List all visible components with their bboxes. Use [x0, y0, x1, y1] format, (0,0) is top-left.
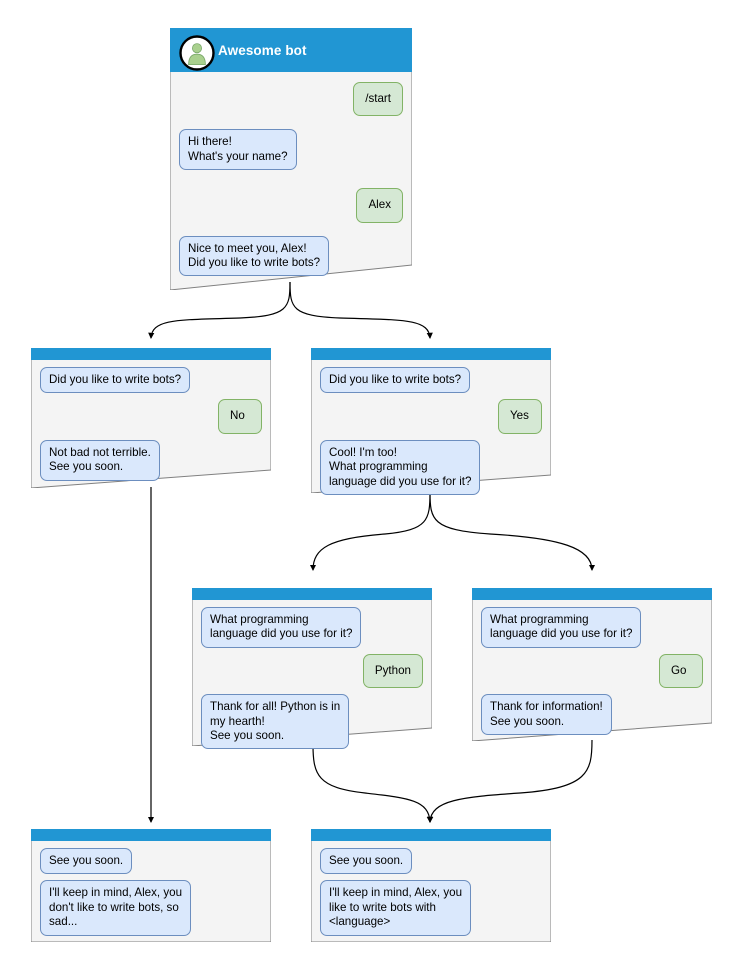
- node-python-branch-chat: What programming language did you use fo…: [192, 600, 432, 750]
- node-end-happy[interactable]: See you soon. I'll keep in mind, Alex, y…: [311, 829, 551, 942]
- node-python-branch[interactable]: What programming language did you use fo…: [192, 588, 432, 750]
- message-row: See you soon.: [320, 848, 542, 875]
- edge-go-to-end-happy: [427, 739, 593, 823]
- message-row: Thank for information! See you soon.: [481, 694, 703, 736]
- user-message-bubble[interactable]: Yes: [498, 399, 542, 434]
- node-root-chat: /start Hi there! What's your name? Alex …: [170, 72, 412, 290]
- node-no-branch-chat: Did you like to write bots? No Not bad n…: [31, 360, 271, 488]
- node-end-sad-chat: See you soon. I'll keep in mind, Alex, y…: [31, 841, 271, 942]
- bot-message-bubble[interactable]: Cool! I'm too! What programming language…: [320, 439, 481, 496]
- user-message-bubble[interactable]: Alex: [356, 188, 403, 223]
- node-yes-branch-chat: Did you like to write bots? Yes Cool! I'…: [311, 360, 551, 496]
- message-row: Thank for all! Python is in my hearth! S…: [201, 694, 423, 750]
- message-row: Yes: [320, 399, 542, 434]
- message-row: Python: [201, 653, 423, 689]
- bot-message-bubble[interactable]: Thank for information! See you soon.: [481, 694, 612, 736]
- message-row: Did you like to write bots?: [320, 367, 542, 394]
- node-no-branch[interactable]: Did you like to write bots? No Not bad n…: [31, 348, 271, 488]
- bot-message-bubble[interactable]: Nice to meet you, Alex! Did you like to …: [179, 235, 330, 277]
- bot-message-bubble[interactable]: What programming language did you use fo…: [201, 607, 362, 648]
- node-end-sad-header: [31, 829, 271, 841]
- bot-message-bubble[interactable]: Not bad not terrible. See you soon.: [40, 439, 160, 481]
- user-message-bubble[interactable]: Python: [362, 653, 423, 689]
- node-end-sad[interactable]: See you soon. I'll keep in mind, Alex, y…: [31, 829, 271, 942]
- message-row: Alex: [179, 188, 403, 223]
- bot-message-bubble[interactable]: See you soon.: [320, 848, 413, 875]
- message-row: Nice to meet you, Alex! Did you like to …: [179, 235, 403, 277]
- edge-python-to-end-happy: [312, 744, 433, 823]
- message-row: See you soon.: [40, 848, 262, 875]
- bot-message-bubble[interactable]: I'll keep in mind, Alex, you like to wri…: [320, 880, 472, 936]
- node-root[interactable]: Awesome bot /start Hi there! What's your…: [170, 28, 412, 290]
- message-row: Go: [481, 653, 703, 689]
- message-row: /start: [179, 82, 403, 117]
- bot-message-bubble[interactable]: I'll keep in mind, Alex, you don't like …: [40, 880, 192, 936]
- edge-root-to-yes: [289, 281, 433, 339]
- edge-yes-to-python: [309, 491, 431, 571]
- message-row: Hi there! What's your name?: [179, 129, 403, 171]
- node-go-branch-header: [472, 588, 712, 600]
- bot-message-bubble[interactable]: Hi there! What's your name?: [179, 129, 297, 171]
- user-message-bubble[interactable]: /start: [353, 82, 403, 117]
- bot-message-bubble[interactable]: Thank for all! Python is in my hearth! S…: [201, 694, 350, 750]
- person-avatar-icon: [179, 35, 215, 71]
- message-row: Did you like to write bots?: [40, 367, 262, 394]
- bot-message-bubble[interactable]: See you soon.: [40, 848, 133, 875]
- node-no-branch-header: [31, 348, 271, 360]
- node-end-happy-chat: See you soon. I'll keep in mind, Alex, y…: [311, 841, 551, 942]
- node-end-happy-header: [311, 829, 551, 841]
- message-row: Not bad not terrible. See you soon.: [40, 439, 262, 481]
- bot-message-bubble[interactable]: What programming language did you use fo…: [481, 607, 642, 648]
- user-message-bubble[interactable]: Go: [659, 653, 703, 689]
- bot-message-bubble[interactable]: Did you like to write bots?: [320, 367, 471, 394]
- message-row: What programming language did you use fo…: [481, 607, 703, 648]
- message-row: Cool! I'm too! What programming language…: [320, 439, 542, 496]
- node-yes-branch[interactable]: Did you like to write bots? Yes Cool! I'…: [311, 348, 551, 496]
- node-python-branch-header: [192, 588, 432, 600]
- node-yes-branch-header: [311, 348, 551, 360]
- message-row: What programming language did you use fo…: [201, 607, 423, 648]
- bot-message-bubble[interactable]: Did you like to write bots?: [40, 367, 191, 394]
- message-row: I'll keep in mind, Alex, you like to wri…: [320, 880, 542, 936]
- edge-root-to-no: [148, 281, 291, 339]
- message-row: No: [40, 399, 262, 434]
- user-message-bubble[interactable]: No: [218, 399, 262, 434]
- edge-yes-to-go: [429, 491, 596, 571]
- node-go-branch-chat: What programming language did you use fo…: [472, 600, 712, 741]
- message-row: I'll keep in mind, Alex, you don't like …: [40, 880, 262, 936]
- node-root-header: Awesome bot: [170, 28, 412, 72]
- node-root-title: Awesome bot: [218, 42, 307, 58]
- node-go-branch[interactable]: What programming language did you use fo…: [472, 588, 712, 741]
